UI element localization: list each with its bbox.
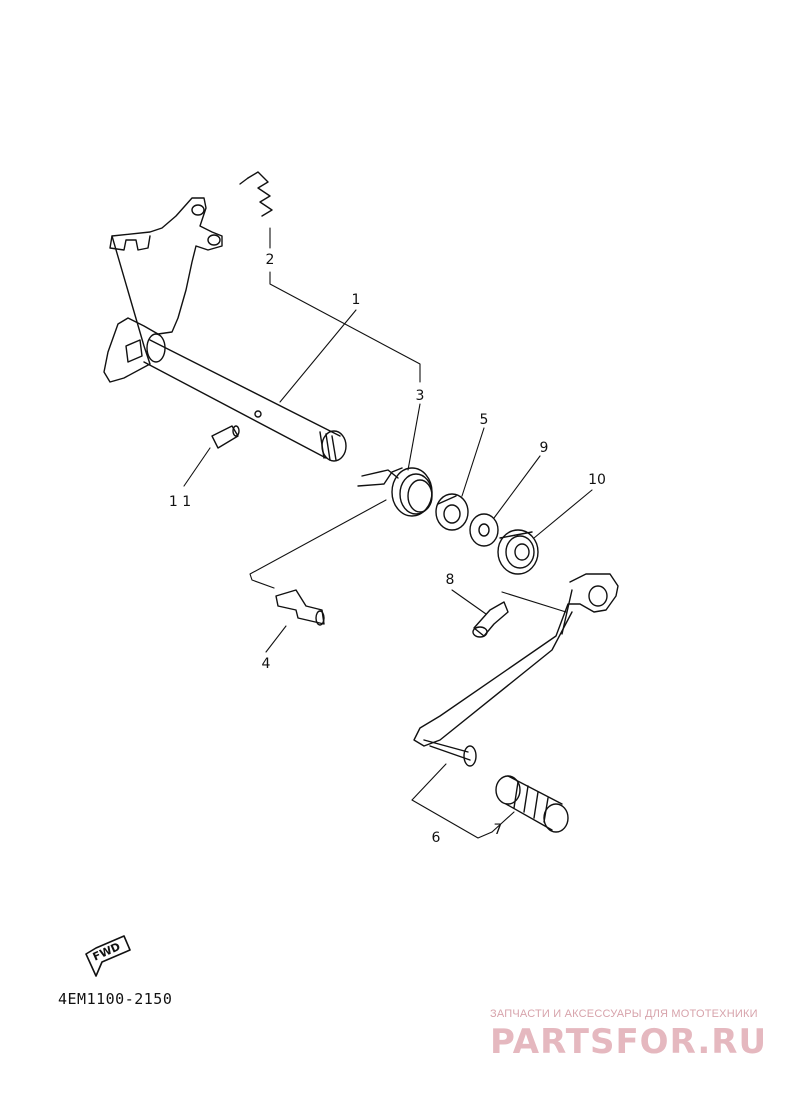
callout-2: 2 (266, 252, 275, 268)
callout-7: 7 (494, 822, 503, 838)
torsion-spring-part (357, 467, 433, 517)
callout-8: 8 (446, 572, 455, 588)
shift-pedal-part (413, 573, 619, 767)
dowel-pin-part (211, 425, 240, 449)
oil-seal-part (497, 529, 539, 575)
callout-11: 1 1 (169, 494, 191, 510)
shift-shaft-part (103, 197, 347, 462)
callout-labels: 1 2 3 4 5 6 7 8 9 10 1 1 FWD (91, 252, 606, 964)
callout-6: 6 (432, 830, 441, 846)
stud-bolt-part (275, 589, 325, 626)
drawing-code: 4EM1100-2150 (58, 990, 173, 1008)
fwd-arrow-icon (85, 935, 131, 977)
rubber-grip-part (495, 775, 569, 833)
callout-9: 9 (540, 440, 549, 456)
callout-3: 3 (416, 388, 425, 404)
bolt-part (472, 601, 509, 638)
callout-4: 4 (262, 656, 271, 672)
leader-lines (183, 227, 593, 839)
collar-part (435, 493, 469, 531)
washer-part (469, 513, 499, 547)
watermark-logo: PARTSFOR.RU (490, 1022, 768, 1062)
callout-1: 1 (352, 292, 361, 308)
spring-part (239, 171, 273, 217)
callout-10: 10 (588, 472, 606, 488)
watermark-subtitle: ЗАПЧАСТИ И АКСЕССУАРЫ ДЛЯ МОТОТЕХНИКИ (490, 1008, 758, 1020)
callout-5: 5 (480, 412, 489, 428)
